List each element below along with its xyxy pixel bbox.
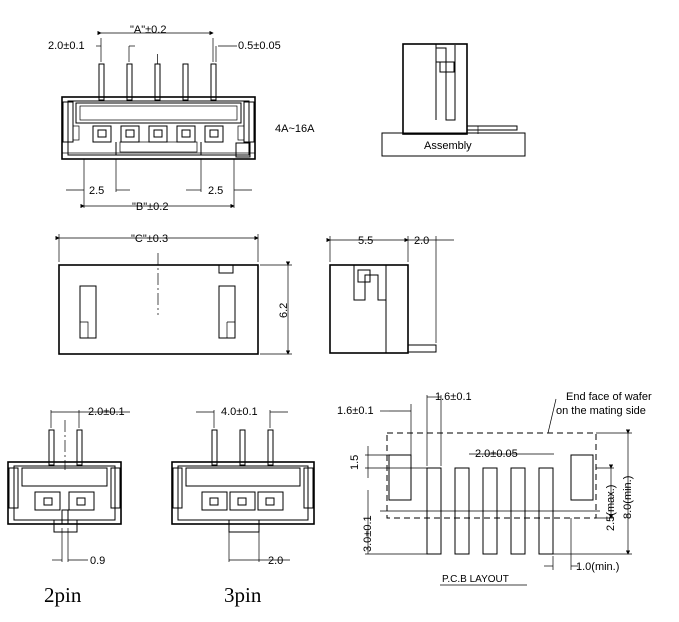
current-rating-label: 4A~16A — [275, 123, 315, 135]
dim-pin-width-label: 0.5±0.05 — [238, 40, 281, 52]
pcb-30-label: 3.0±0.1 — [362, 515, 374, 552]
assembly-label: Assembly — [424, 140, 472, 152]
pcb-25-label: 2.5(max.) — [605, 485, 617, 531]
pcb-end-face-1: End face of wafer — [566, 391, 652, 403]
pin2-view: 2.0±0.1 0.9 — [7, 406, 130, 567]
front-view: "A"±0.2 2.0±0.1 0.5±0.05 4A~16A 2.5 2.5 … — [48, 24, 315, 213]
dim-a-label: "A"±0.2 — [130, 24, 166, 36]
dim-depth-label: 5.5 — [358, 235, 373, 247]
pin3-view: 4.0±0.1 2.0 — [171, 406, 315, 567]
pcb-pitch-label: 2.0±0.05 — [475, 448, 518, 460]
top-view: "C"±0.3 6.2 — [55, 233, 292, 355]
dim-offset-left-label: 2.5 — [89, 185, 104, 197]
pcb-layout: 1.6±0.1 1.6±0.1 End face of wafer on the… — [337, 391, 652, 586]
dim-pitch-top-label: 2.0±0.1 — [48, 40, 85, 52]
pcb-end-face-2: on the mating side — [556, 405, 646, 417]
pcb-pad-w-label: 1.6±0.1 — [435, 391, 472, 403]
pcb-10-label: 1.0(min.) — [576, 561, 619, 573]
assembly-view: Assembly — [381, 43, 526, 157]
dim-height-label: 6.2 — [278, 303, 290, 318]
pcb-pad-w2-label: 1.6±0.1 — [337, 405, 374, 417]
pcb-80-label: 8.0(min.) — [622, 476, 634, 519]
pin3-pitch-label: 4.0±0.1 — [221, 406, 258, 418]
pin2-pitch-label: 2.0±0.1 — [88, 406, 125, 418]
pin2-bottom-label: 0.9 — [90, 555, 105, 567]
side-view: 5.5 2.0 — [326, 235, 454, 354]
dim-c-label: "C"±0.3 — [131, 233, 168, 245]
pin3-caption: 3pin — [224, 583, 262, 607]
front-pins — [98, 54, 217, 101]
pin2-caption: 2pin — [44, 583, 82, 607]
pcb-layout-title: P.C.B LAYOUT — [442, 574, 509, 585]
dim-lead-label: 2.0 — [414, 235, 429, 247]
pcb-15-label: 1.5 — [349, 455, 361, 470]
dim-b-label: "B"±0.2 — [132, 201, 168, 213]
pin3-bottom-label: 2.0 — [268, 555, 283, 567]
dim-offset-right-label: 2.5 — [208, 185, 223, 197]
